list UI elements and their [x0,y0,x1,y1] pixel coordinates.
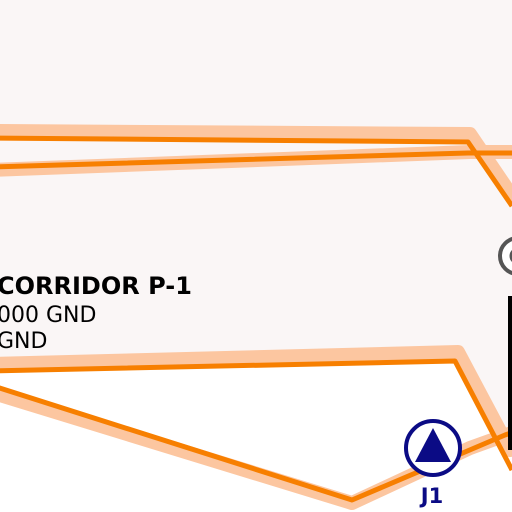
airspace-name-label: CORRIDOR P-1 [0,272,192,300]
airspace-lower-limit-label: GND [0,329,47,354]
airspace-upper-limit-label: 000 GND [0,303,96,328]
upper-route-line [0,135,512,208]
waypoint-label: J1 [419,484,443,508]
triangle-in-circle-icon[interactable] [404,419,462,477]
circle-outline-icon[interactable] [498,236,512,276]
airspace-corridor-area-lower [0,385,420,500]
